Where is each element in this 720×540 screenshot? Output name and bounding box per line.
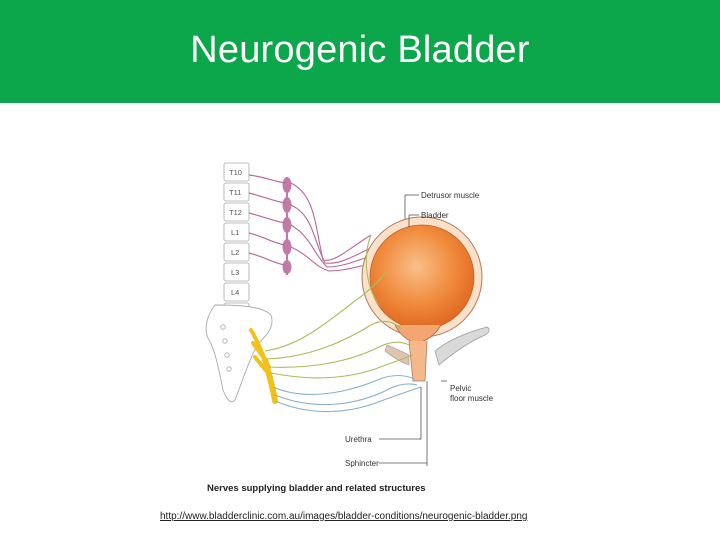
label-bladder: Bladder bbox=[421, 211, 449, 220]
parasympathetic-nerves bbox=[264, 234, 414, 379]
sympathetic-chain bbox=[248, 174, 378, 275]
vertebra-label: L1 bbox=[231, 228, 239, 237]
vertebra-label: L4 bbox=[231, 288, 239, 297]
vertebra-label: T12 bbox=[229, 208, 242, 217]
slide-title: Neurogenic Bladder bbox=[190, 29, 530, 71]
title-bar: Neurogenic Bladder bbox=[0, 0, 720, 103]
leader-lines bbox=[379, 194, 447, 466]
label-sphincter: Sphincter bbox=[345, 459, 379, 468]
vertebra-label: T10 bbox=[229, 168, 242, 177]
label-detrusor-muscle: Detrusor muscle bbox=[421, 191, 480, 200]
sacral-plexus bbox=[249, 328, 278, 404]
source-url-link[interactable]: http://www.bladderclinic.com.au/images/b… bbox=[160, 511, 528, 522]
label-urethra: Urethra bbox=[345, 435, 372, 444]
vertebra-label: L2 bbox=[231, 248, 239, 257]
diagram-caption: Nerves supplying bladder and related str… bbox=[207, 483, 426, 494]
vertebra-label: L3 bbox=[231, 268, 239, 277]
label-floor-muscle: floor muscle bbox=[450, 394, 494, 403]
bladder-nerve-diagram: T10 T11 T12 L1 L2 L3 L4 L5 bbox=[205, 162, 494, 494]
somatic-nerves bbox=[272, 374, 422, 413]
bladder bbox=[361, 216, 490, 382]
label-pelvic: Pelvic bbox=[450, 384, 471, 393]
spine: T10 T11 T12 L1 L2 L3 L4 L5 bbox=[223, 162, 250, 322]
vertebra-label: T11 bbox=[229, 188, 241, 197]
